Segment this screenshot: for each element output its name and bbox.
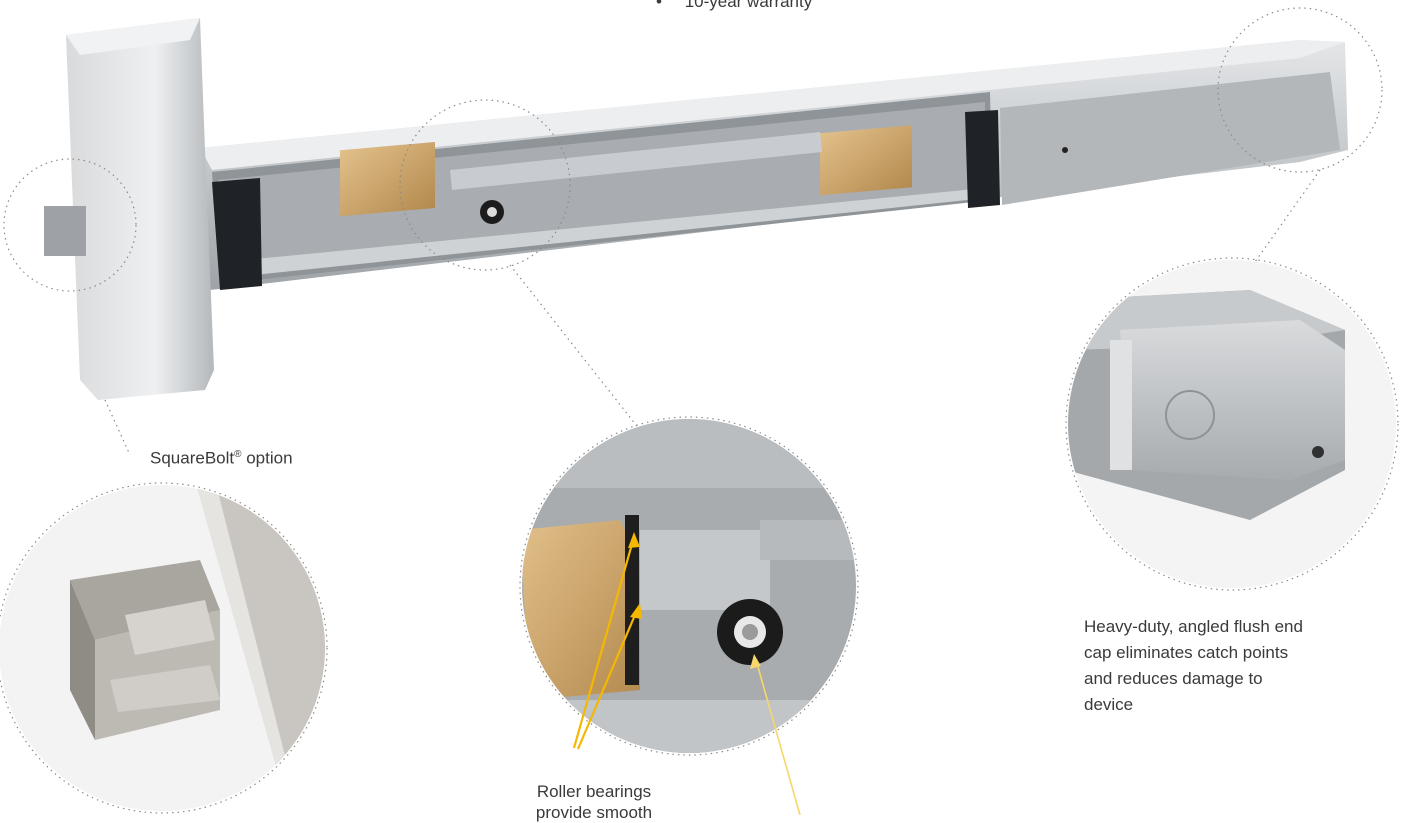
registered-mark: ® [234, 449, 242, 460]
roller-bearing-detail [522, 419, 856, 753]
roller-caption: Roller bearings provide smooth [520, 781, 668, 823]
device-head [44, 18, 214, 400]
push-bar [200, 40, 1348, 290]
bullet-marker: • [656, 0, 662, 11]
warranty-bullet: • 10-year warranty [656, 0, 812, 12]
endcap-line-3: and reduces damage to [1084, 669, 1263, 688]
detail-ring-bearing [519, 416, 859, 756]
callout-ring-bolt [3, 158, 137, 292]
roller-line-1: Roller bearings [536, 782, 652, 801]
warranty-text: 10-year warranty [684, 0, 813, 11]
roller-line-2: provide smooth [535, 803, 653, 822]
detail-ring-bolt [0, 482, 328, 814]
endcap-line-4: device [1084, 695, 1134, 714]
callout-ring-bearing [399, 99, 571, 271]
endcap-line-2: cap eliminates catch points [1084, 643, 1289, 662]
detail-ring-endcap [1065, 257, 1399, 591]
squarebolt-name: SquareBolt [150, 448, 235, 468]
squarebolt-suffix: option [241, 448, 293, 468]
endcap-caption: Heavy-duty, angled flush end cap elimina… [1084, 614, 1303, 718]
endcap-line-1: Heavy-duty, angled flush end [1084, 617, 1303, 636]
squarebolt-detail [0, 485, 325, 811]
squarebolt-caption: SquareBolt® option [150, 444, 293, 469]
bearing-arrow [750, 654, 801, 815]
end-cap-detail [1068, 260, 1396, 588]
callout-ring-endcap [1217, 7, 1383, 173]
roller-arrows [572, 532, 642, 750]
